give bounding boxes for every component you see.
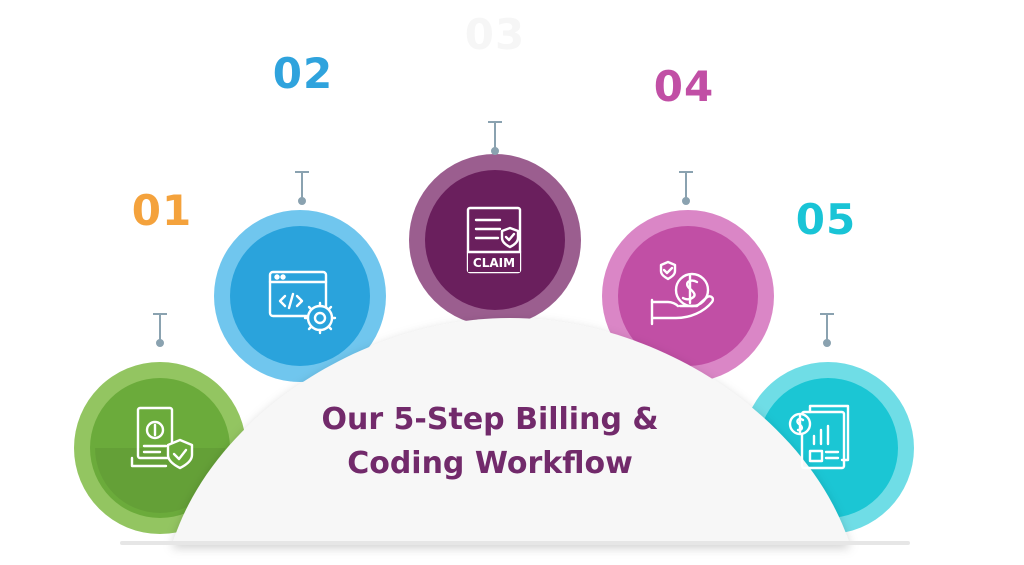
central-dome (172, 318, 850, 545)
connector-pin-4 (679, 171, 693, 205)
step-3-circle (409, 154, 581, 326)
connector-pin-3 (488, 121, 502, 155)
code-window-gear-icon (268, 270, 337, 335)
billing-document-shield-icon (130, 406, 194, 470)
step-4-circle (602, 210, 774, 382)
diagram-title: Our 5-Step Billing & Coding Workflow (300, 398, 680, 486)
financial-report-icon (788, 404, 850, 470)
step-2-circle (214, 210, 386, 382)
step-1-number: 01 (131, 186, 193, 235)
connector-pin-2 (295, 171, 309, 205)
step-3-number: 03 (464, 10, 526, 59)
connector-pin-1 (153, 313, 167, 347)
title-line-2: Coding Workflow (347, 446, 633, 481)
title-line-1: Our 5-Step Billing & (321, 402, 659, 437)
step-1-circle (74, 362, 246, 534)
step-2-number: 02 (272, 49, 334, 98)
connector-pins (153, 121, 834, 347)
connector-pin-5 (820, 313, 834, 347)
step-5-number: 05 (795, 195, 857, 244)
hand-dollar-shield-icon (650, 260, 715, 326)
claim-document-icon (466, 206, 522, 274)
dome-base-line (120, 541, 910, 545)
claim-label: CLAIM (473, 256, 515, 270)
step-4-number: 04 (653, 62, 715, 111)
